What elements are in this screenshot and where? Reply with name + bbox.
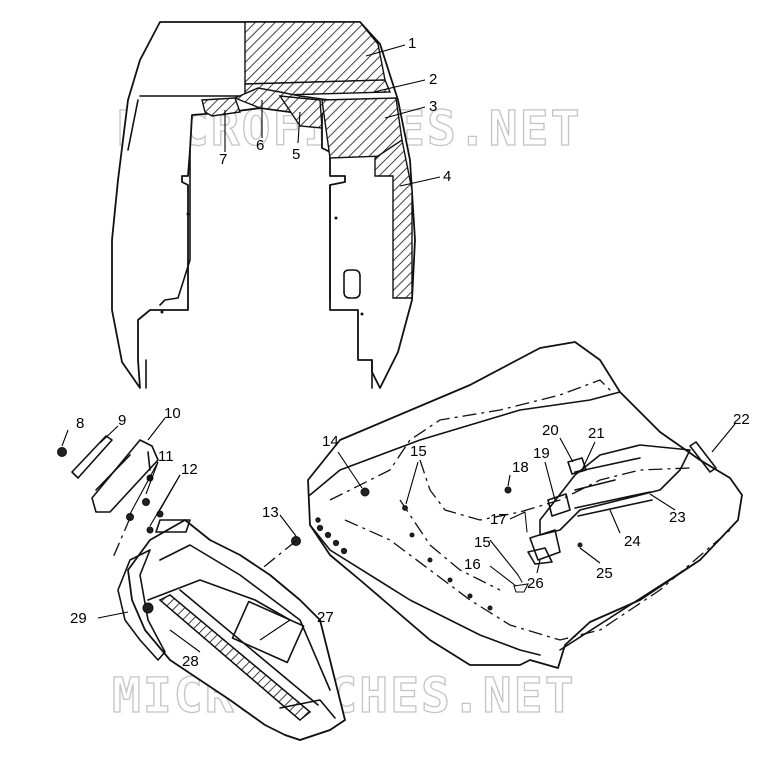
part-7-shape <box>201 97 241 117</box>
callout-labels: 1 2 3 4 5 6 7 8 9 10 11 12 13 14 15 15 1… <box>70 35 750 670</box>
callout-9: 9 <box>118 412 126 429</box>
callout-15b: 15 <box>474 534 491 551</box>
callout-21: 21 <box>588 425 605 442</box>
callout-18: 18 <box>512 459 529 476</box>
callout-2: 2 <box>429 71 437 88</box>
assembly-line-13 <box>259 540 297 571</box>
callout-10: 10 <box>164 405 181 422</box>
callout-28: 28 <box>182 653 199 670</box>
callout-24: 24 <box>624 533 641 550</box>
callout-23: 23 <box>669 509 686 526</box>
front-bumper-assembly <box>117 519 346 741</box>
callout-8: 8 <box>76 415 84 432</box>
callout-17: 17 <box>490 511 507 528</box>
part-5-shape <box>278 95 323 129</box>
callout-13: 13 <box>262 504 279 521</box>
callout-11: 11 <box>158 448 174 465</box>
upper-hood-assembly <box>111 21 416 389</box>
callout-26: 26 <box>527 575 544 592</box>
callout-19: 19 <box>533 445 550 462</box>
assembly-line-hardware <box>111 517 131 561</box>
callout-4: 4 <box>443 168 451 185</box>
part-4-shape <box>374 138 413 299</box>
callout-15a: 15 <box>410 443 427 460</box>
callout-leaders <box>61 44 736 653</box>
callout-27: 27 <box>317 609 334 626</box>
part-1-shape <box>244 21 386 85</box>
callout-7: 7 <box>219 151 227 168</box>
callout-6: 6 <box>256 137 264 154</box>
small-hardware <box>57 435 191 534</box>
callout-5: 5 <box>292 146 300 163</box>
callout-22: 22 <box>733 411 750 428</box>
callout-20: 20 <box>542 422 559 439</box>
callout-14: 14 <box>322 433 339 450</box>
callout-29: 29 <box>70 610 87 627</box>
callout-1: 1 <box>408 35 416 52</box>
lower-hood-assembly <box>291 341 743 669</box>
callout-3: 3 <box>429 98 437 115</box>
callout-16: 16 <box>464 556 481 573</box>
callout-25: 25 <box>596 565 613 582</box>
callout-12: 12 <box>181 461 198 478</box>
